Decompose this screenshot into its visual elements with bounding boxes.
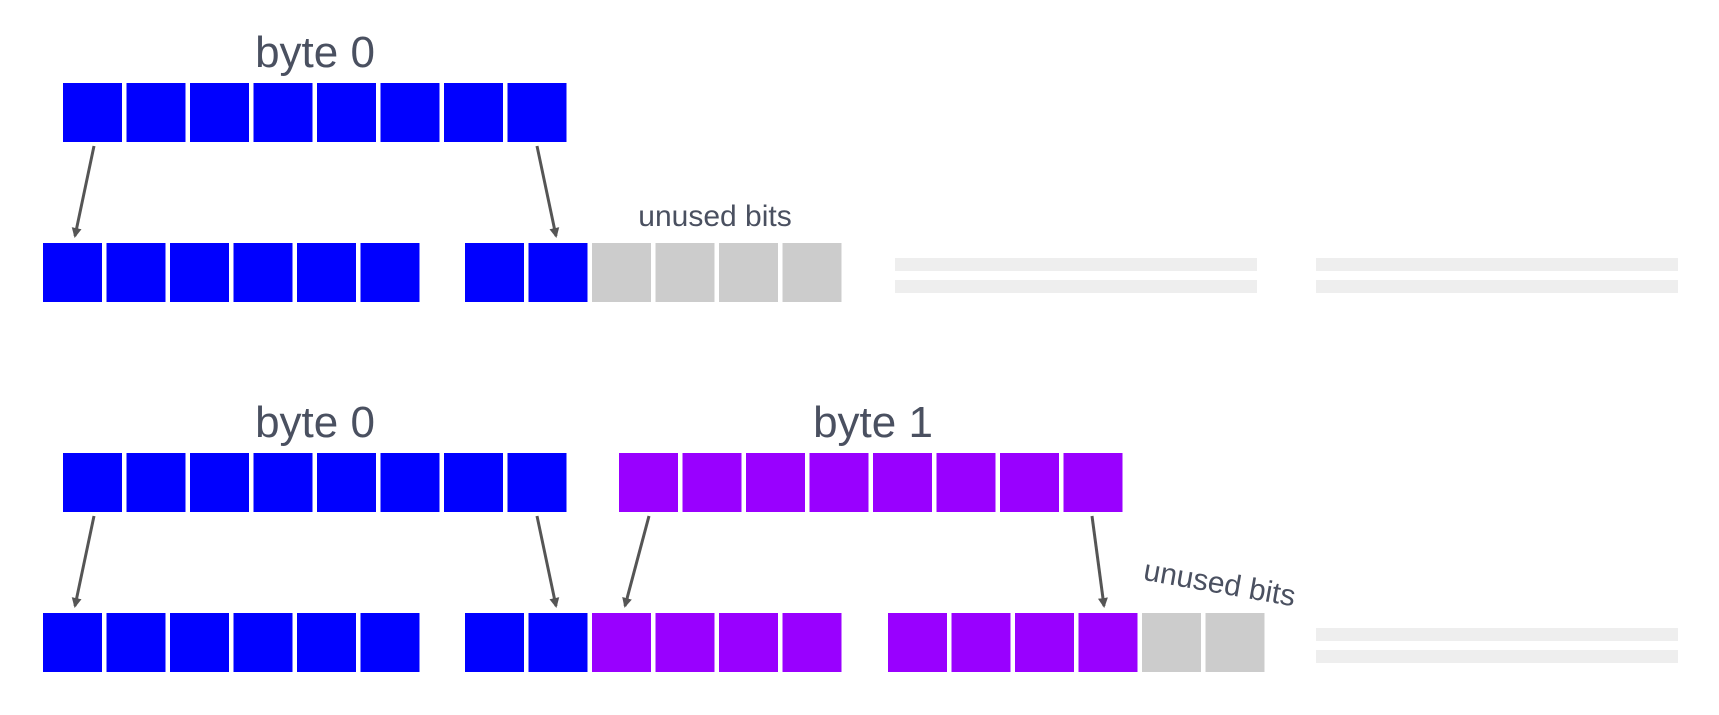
bit-cell [465,613,524,672]
top-arrow-left [71,145,96,238]
placeholder-line [895,258,1257,271]
bottom-byte0-label: byte 0 [255,398,375,447]
bit-cell [592,243,651,302]
placeholder-line [1316,650,1678,663]
top-diagram: byte 0 unused bits [43,28,1678,302]
bit-cell [655,243,715,302]
bottom-arrow-4 [1090,515,1108,608]
top-placeholder-a [895,258,1257,293]
bottom-placeholder [1316,628,1678,663]
bottom-byte1-bits [619,453,1123,512]
bit-cell [528,243,588,302]
bit-cell [297,243,356,302]
bit-cell [592,613,651,672]
top-unused-bits-label: unused bits [638,200,791,233]
bit-cell [682,453,742,512]
bit-cell [170,243,229,302]
bit-cell [719,243,778,302]
bit-cell [444,83,503,142]
bit-cell [43,243,102,302]
bottom-byte0-bits [63,453,567,512]
bit-cell [253,453,313,512]
top-byte0-label: byte 0 [255,28,375,77]
bit-cell [1078,613,1138,672]
placeholder-line [1316,280,1678,293]
placeholder-line [1316,258,1678,271]
bit-cell [126,453,186,512]
bit-cell [951,613,1011,672]
bit-cell [380,453,440,512]
bit-cell [380,83,440,142]
bit-cell [719,613,778,672]
bottom-arrow-1 [71,515,96,608]
bottom-arrow-3 [622,515,651,608]
bit-cell [297,613,356,672]
bottom-arrow-2 [535,515,560,608]
bit-cell [106,613,166,672]
bit-cell [507,453,567,512]
placeholder-line [1316,628,1678,641]
bit-cell [1205,613,1265,672]
placeholder-line [895,280,1257,293]
top-placeholder-b [1316,258,1678,293]
bit-cell [782,243,842,302]
bit-cell [233,613,293,672]
bit-cell [1015,613,1074,672]
bit-cell [63,453,122,512]
bit-cell [1142,613,1201,672]
bit-cell [936,453,996,512]
top-arrow-right [535,145,560,238]
bit-cell [528,613,588,672]
bottom-diagram: byte 0 byte 1 unused bits [43,398,1678,672]
bit-cell [746,453,805,512]
bit-cell [63,83,122,142]
bit-cell [507,83,567,142]
bit-cell [360,613,420,672]
bit-cell [444,453,503,512]
bit-cell [888,613,947,672]
bit-cell [190,453,249,512]
bit-cell [465,243,524,302]
bit-cell [106,243,166,302]
bit-cell [873,453,932,512]
bit-cell [43,613,102,672]
bit-cell [360,243,420,302]
bit-cell [233,243,293,302]
bit-cell [809,453,869,512]
bit-cell [190,83,249,142]
top-output-bits [43,243,842,302]
bottom-output-bits [43,613,1265,672]
bit-cell [170,613,229,672]
bottom-unused-bits-label: unused bits [1141,554,1298,613]
bit-cell [317,83,376,142]
bit-cell [1063,453,1123,512]
top-byte0-bits [63,83,567,142]
bottom-byte1-label: byte 1 [813,398,933,447]
bit-cell [253,83,313,142]
bit-cell [1000,453,1059,512]
bit-cell [619,453,678,512]
bit-cell [317,453,376,512]
bit-cell [782,613,842,672]
bit-cell [126,83,186,142]
bit-cell [655,613,715,672]
